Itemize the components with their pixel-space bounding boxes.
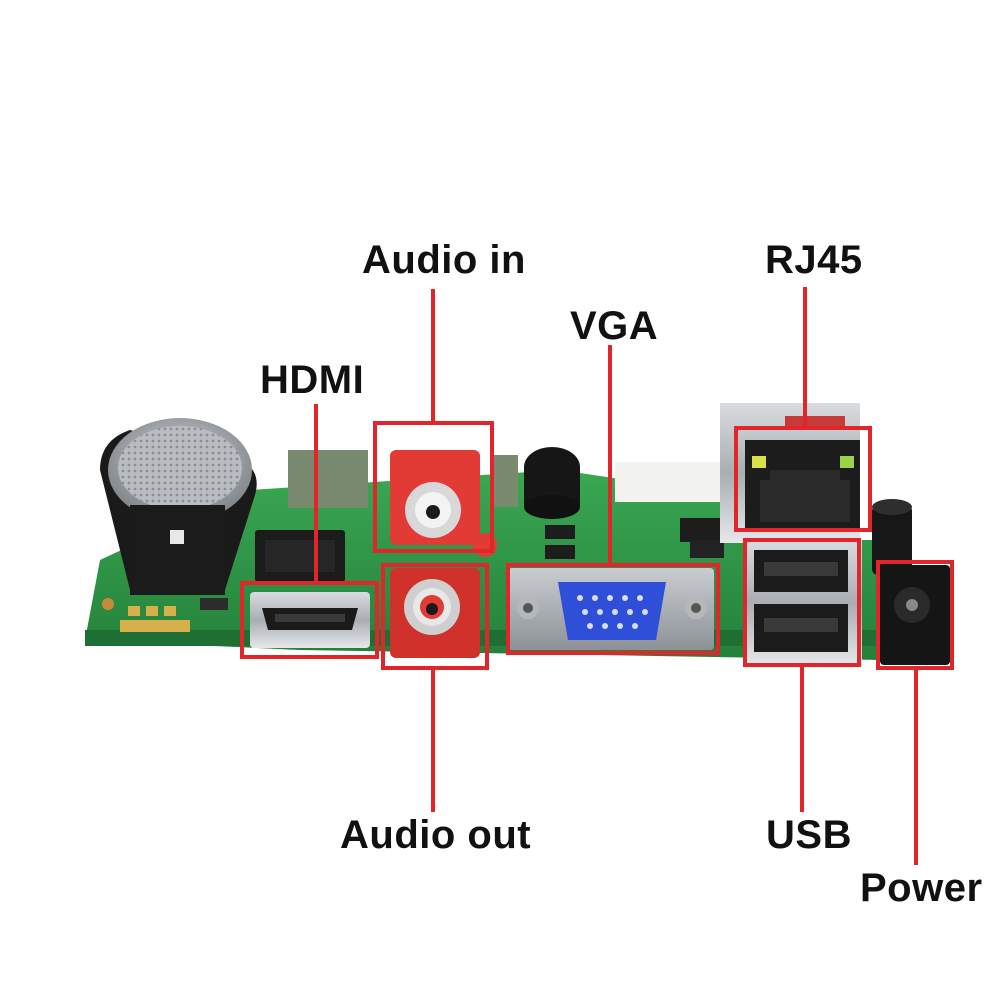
power-jack bbox=[880, 565, 950, 665]
label-hdmi: HDMI bbox=[260, 358, 365, 402]
vga-port bbox=[508, 568, 714, 650]
rj45-jack bbox=[720, 403, 860, 543]
rca-audio-in-jack bbox=[390, 450, 497, 557]
label-power: Power bbox=[860, 866, 983, 910]
header-connector-small bbox=[490, 455, 518, 507]
capacitor bbox=[872, 499, 912, 575]
highlight-box-hdmi bbox=[240, 581, 379, 659]
label-audio-in: Audio in bbox=[362, 238, 526, 282]
hdmi-port bbox=[250, 592, 370, 648]
rca-audio-out-jack bbox=[390, 568, 480, 658]
header-connector bbox=[288, 450, 368, 508]
highlight-box-vga bbox=[506, 563, 720, 655]
label-usb: USB bbox=[766, 813, 852, 857]
usb-ports bbox=[744, 540, 862, 666]
coin-battery bbox=[100, 418, 257, 595]
buzzer bbox=[524, 447, 580, 519]
label-vga: VGA bbox=[570, 304, 659, 348]
leader-lines bbox=[314, 287, 918, 865]
label-rj45: RJ45 bbox=[765, 238, 863, 282]
label-audio-out: Audio out bbox=[340, 813, 532, 857]
white-connector bbox=[615, 462, 725, 502]
